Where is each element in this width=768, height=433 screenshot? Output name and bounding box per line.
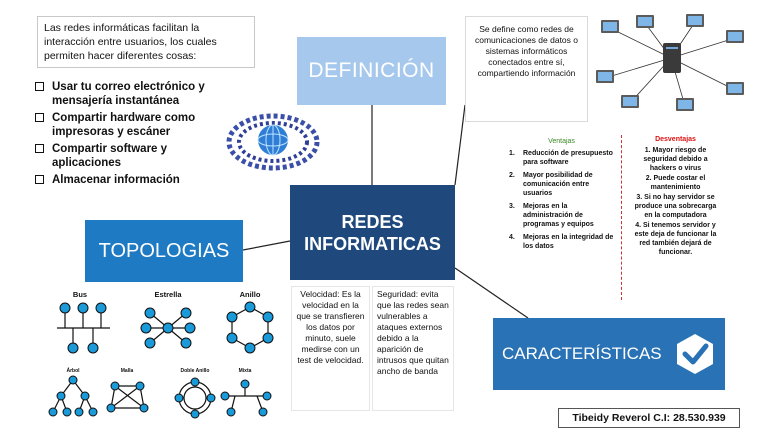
ventajas-panel: Ventajas 1. Reducción de presupuesto par… — [505, 137, 618, 307]
definicion-title-text: DEFINICIÓN — [308, 59, 435, 82]
definicion-title: DEFINICIÓN — [297, 37, 446, 105]
ventaja-number: 3. — [509, 203, 515, 210]
topology-label-doble-anillo: Doble Anillo — [181, 368, 210, 374]
seguridad-box: Seguridad: evita que las redes sean vuln… — [372, 286, 454, 411]
list-item: Compartir hardware como impresoras y esc… — [35, 111, 220, 139]
checkbox-icon — [35, 175, 44, 184]
intro-box: Las redes informáticas facilitan la inte… — [37, 16, 255, 68]
ventaja-text: Mayor posibilidad de comunicación entre … — [523, 172, 593, 197]
checkbox-icon — [35, 82, 44, 91]
ventaja-text: Mejoras en la integridad de los datos — [523, 234, 614, 250]
list-item: 1. Mayor riesgo de seguridad debido a ha… — [643, 147, 708, 172]
list-item: 4. Si tenemos servidor y este deja de fu… — [634, 222, 717, 256]
list-item: Compartir software y aplicaciones — [35, 142, 220, 170]
checkbox-icon — [35, 113, 44, 122]
people-globe-image — [226, 113, 320, 171]
list-item-text: Usar tu correo electrónico y mensajería … — [52, 81, 205, 107]
ventaja-text: Mejoras en la administración de programa… — [523, 203, 594, 228]
network-computers-image — [596, 14, 744, 111]
list-item: 3. Si no hay servidor se produce una sob… — [634, 194, 717, 219]
checkbox-icon — [35, 144, 44, 153]
list-item: Usar tu correo electrónico y mensajería … — [35, 80, 220, 108]
list-item: 2. Puede costar el mantenimiento — [645, 175, 706, 191]
check-badge-icon — [677, 334, 713, 374]
topology-label-arbol: Árbol — [66, 367, 80, 374]
main-title-line2: INFORMATICAS — [304, 233, 441, 254]
list-item-text: Almacenar información — [52, 174, 180, 186]
list-item: 1. Reducción de presupuesto para softwar… — [505, 149, 618, 167]
topology-label-bus: Bus — [73, 290, 87, 299]
ventaja-number: 4. — [509, 234, 515, 241]
topologies-image: Bus Estrella Anillo Árbol Malla Doble An… — [48, 290, 274, 419]
velocidad-text: Velocidad: Es la velocidad en la que se … — [296, 289, 365, 365]
list-item-text: Compartir software y aplicaciones — [52, 143, 168, 169]
divider — [621, 135, 622, 300]
ventaja-number: 1. — [509, 150, 515, 157]
seguridad-text: Seguridad: evita que las redes sean vuln… — [377, 289, 449, 376]
ventaja-number: 2. — [509, 172, 515, 179]
ventaja-text: Reducción de presupuesto para software — [523, 150, 613, 166]
definition-text: Se define como redes de comunicaciones d… — [474, 24, 578, 78]
author-text: Tibeidy Reverol C.I: 28.530.939 — [572, 412, 726, 424]
list-item: 3. Mejoras en la administración de progr… — [505, 202, 618, 229]
topology-label-anillo: Anillo — [240, 290, 261, 299]
desventajas-title: Desventajas — [655, 136, 696, 143]
ventajas-title: Ventajas — [548, 138, 575, 145]
velocidad-box: Velocidad: Es la velocidad en la que se … — [291, 286, 370, 411]
desventajas-panel: Desventajas 1. Mayor riesgo de seguridad… — [630, 135, 721, 320]
topology-label-malla: Malla — [121, 368, 134, 374]
main-title: REDES INFORMATICAS — [290, 185, 455, 280]
main-title-line1: REDES — [341, 211, 404, 232]
topology-label-estrella: Estrella — [154, 290, 182, 299]
topologias-title-text: TOPOLOGIAS — [98, 239, 230, 262]
caracteristicas-title-text: CARACTERÍSTICAS — [502, 344, 662, 363]
topology-label-mixta: Mixta — [239, 368, 252, 374]
list-item: 4. Mejoras en la integridad de los datos — [505, 233, 618, 251]
definition-box: Se define como redes de comunicaciones d… — [465, 16, 588, 122]
author-box: Tibeidy Reverol C.I: 28.530.939 — [558, 408, 740, 428]
uses-list: Usar tu correo electrónico y mensajería … — [35, 80, 220, 190]
list-item: Almacenar información — [35, 173, 220, 187]
intro-text: Las redes informáticas facilitan la inte… — [44, 22, 217, 62]
list-item: 2. Mayor posibilidad de comunicación ent… — [505, 171, 618, 198]
topologias-title: TOPOLOGIAS — [85, 220, 243, 282]
list-item-text: Compartir hardware como impresoras y esc… — [52, 112, 196, 138]
